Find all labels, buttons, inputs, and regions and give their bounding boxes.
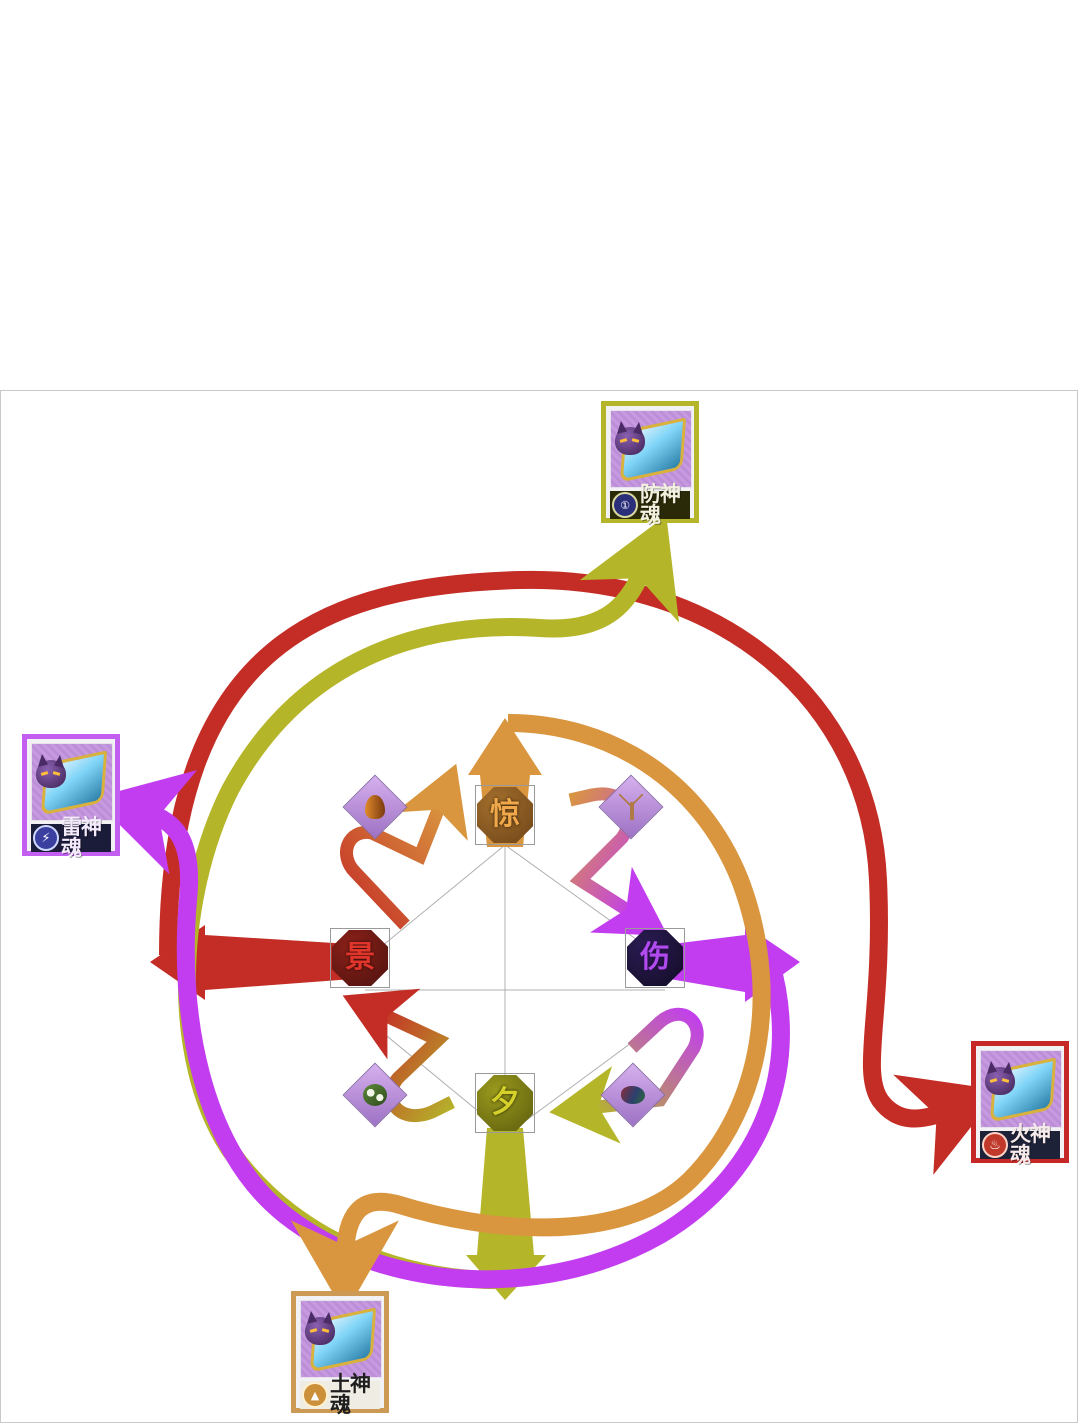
node-top-label: 惊 [490,797,520,832]
node-bottom-label: 夕 [490,1085,520,1120]
node-left-octagon: 景 [332,930,388,986]
card-top[interactable]: ① 防神魂 [601,401,699,526]
earth-badge-icon: ▲ [302,1382,328,1408]
card-bottom-label-row: ▲ 土神魂 [300,1374,380,1416]
card-right[interactable]: ♨ 火神魂 [971,1041,1069,1166]
card-top-name: 防神魂 [640,482,681,527]
stub-left-arrow [150,925,366,1000]
stub-down-arrow [466,1128,546,1300]
card-right-art [980,1050,1062,1128]
node-right-label: 伤 [640,940,670,975]
arc-orange [291,714,771,1314]
node-top[interactable]: 惊 [475,785,535,845]
defense-badge-icon: ① [612,492,638,518]
flower-icon [363,1084,387,1106]
node-left[interactable]: 景 [330,928,390,988]
card-left-label-row: ⚡ 雷神魂 [31,817,111,859]
card-top-art [610,410,692,488]
node-top-octagon: 惊 [477,787,533,843]
thunder-badge-icon: ⚡ [33,825,59,851]
card-right-label-row: ♨ 火神魂 [980,1124,1060,1166]
card-right-name: 火神魂 [1010,1122,1051,1167]
fire-badge-icon: ♨ [982,1132,1008,1158]
tree-icon [619,794,643,820]
card-bottom-art [300,1300,382,1378]
node-bottom[interactable]: 夕 [475,1073,535,1133]
guide-lines [364,844,666,1130]
dome-icon [365,795,385,819]
card-top-label-row: ① 防神魂 [610,484,690,526]
inner-right-down [549,1007,704,1144]
card-bottom[interactable]: ▲ 土神魂 [291,1291,389,1416]
node-right-octagon: 伤 [627,930,683,986]
card-left-art [31,743,113,821]
card-left-name: 雷神魂 [61,815,102,860]
card-left[interactable]: ⚡ 雷神魂 [22,734,120,859]
arc-red [150,570,1001,1175]
node-left-label: 景 [345,940,375,975]
node-bottom-octagon: 夕 [477,1075,533,1131]
card-bottom-name: 土神魂 [330,1372,371,1417]
node-right[interactable]: 伤 [625,928,685,988]
creature-icon [621,1086,645,1104]
